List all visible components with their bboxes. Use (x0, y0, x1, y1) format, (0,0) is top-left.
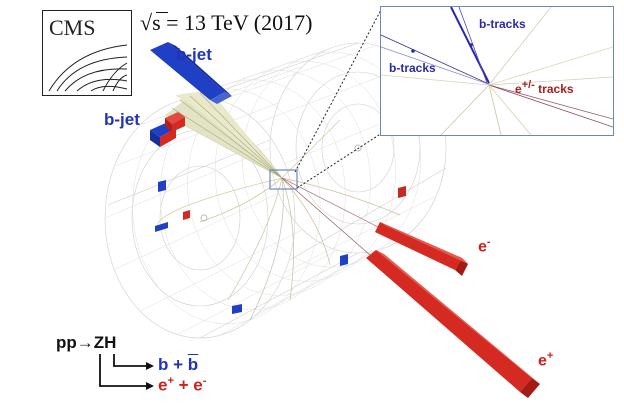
left-bjet-label: b-jet (104, 110, 140, 129)
process-arrows (99, 354, 146, 387)
decay-e-charge2: - (202, 375, 207, 387)
electron-plus-charge: + (546, 350, 554, 362)
sqrt-s: √s (140, 10, 161, 35)
electron-plus-label: e+ (538, 350, 553, 370)
upper-bjet-label: b-jet (176, 45, 212, 64)
inset-tracks (381, 7, 613, 135)
cms-logo-text: CMS (49, 15, 96, 40)
energy-label: √s = 13 TeV (2017) (140, 10, 312, 36)
inset-etracks-charge: +/- (521, 79, 535, 91)
beam-spot-near (200, 214, 208, 222)
cms-logo: CMS (42, 10, 132, 96)
energy-value: = 13 TeV (2017) (160, 10, 313, 35)
electron-minus-charge: - (486, 236, 491, 248)
upper-bjet-tower (150, 42, 232, 104)
cms-logo-curves (48, 44, 128, 92)
process-line: pp→ZH (56, 333, 117, 352)
decay-b-text: b + (158, 355, 188, 374)
sqrt-overbar (156, 12, 168, 13)
inset-etracks-text: tracks (534, 82, 574, 96)
electron-minus-symbol: e (478, 238, 487, 256)
electron-minus-label: e- (478, 236, 491, 256)
vertex-zoom-inset: b-tracks b-tracks e+/- tracks (380, 6, 614, 136)
zoom-connector (294, 7, 383, 189)
decay-e-mid: + e (173, 375, 203, 395)
zoom-box (269, 169, 298, 190)
calorimeter-deposits (150, 112, 406, 314)
electron-plus-symbol: e (538, 352, 547, 370)
arrow-head-b (146, 362, 154, 370)
decay-e-symbol: e (158, 375, 168, 395)
inset-btracks-top-label: b-tracks (479, 17, 526, 31)
inset-etracks-e: e (515, 82, 522, 96)
detector-mesh (104, 45, 437, 336)
arrow-head-e (146, 382, 154, 390)
inset-etracks-label: e+/- tracks (515, 79, 574, 96)
decay-bbar: b (187, 355, 199, 374)
decay-ee: e+ + e- (158, 375, 206, 396)
decay-e-charge1: + (167, 375, 174, 387)
inset-btracks-left-label: b-tracks (389, 61, 436, 75)
electron-minus-tower (375, 222, 468, 276)
decay-bbbar: b + b (158, 355, 198, 375)
jet-cone (165, 90, 283, 179)
electron-plus-tower (366, 250, 540, 398)
